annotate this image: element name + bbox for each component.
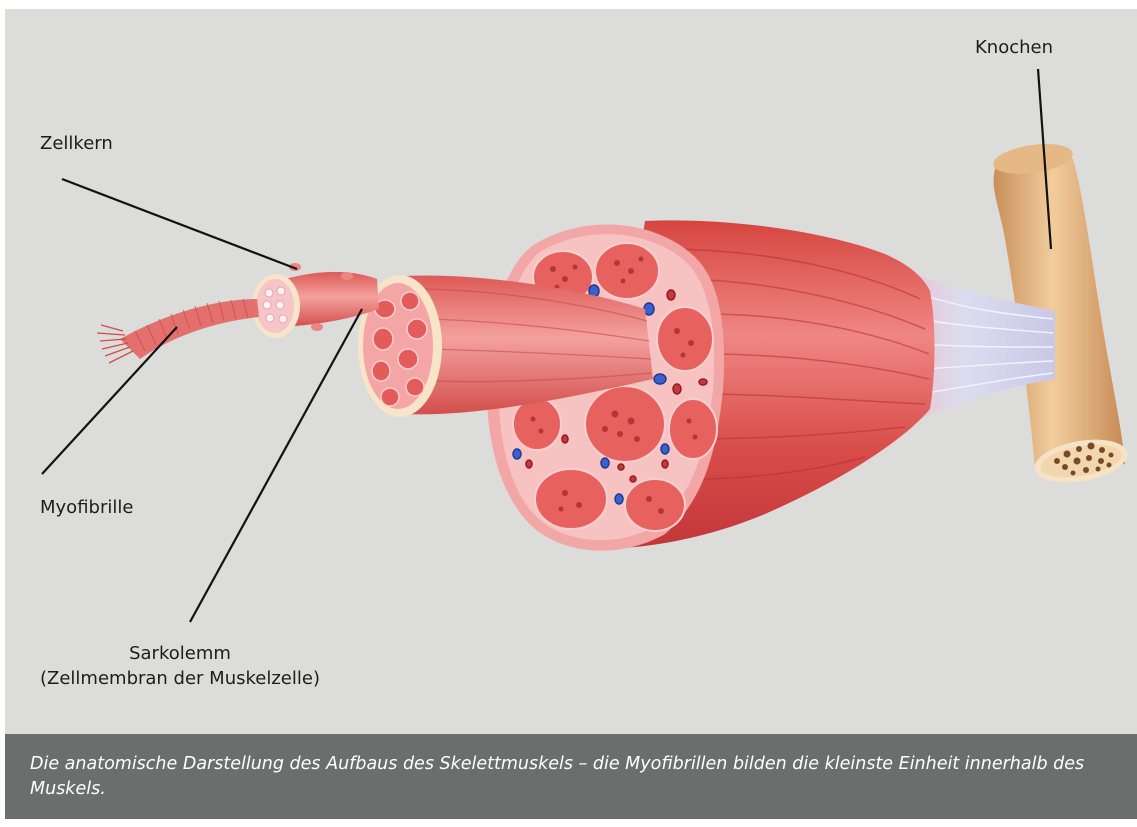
- figure: Zellkern Myofibrille Sarkolemm (Zellmemb…: [5, 9, 1137, 819]
- leader-line-sarkolemm: [190, 309, 362, 622]
- caption-bar: Die anatomische Darstellung des Aufbaus …: [5, 734, 1137, 819]
- myofibril: [97, 299, 259, 363]
- leader-line-zellkern: [62, 179, 297, 269]
- muscle-anatomy-illustration: [5, 9, 1137, 734]
- label-sarkolemm: Sarkolemm (Zellmembran der Muskelzelle): [5, 641, 355, 691]
- label-sarkolemm-detail: (Zellmembran der Muskelzelle): [5, 666, 355, 691]
- label-zellkern: Zellkern: [40, 131, 113, 156]
- label-sarkolemm-title: Sarkolemm: [5, 641, 355, 666]
- figure-caption: Die anatomische Darstellung des Aufbaus …: [30, 752, 1120, 802]
- leader-line-myofibrille: [42, 327, 177, 474]
- label-knochen: Knochen: [975, 35, 1053, 60]
- label-myofibrille: Myofibrille: [40, 495, 133, 520]
